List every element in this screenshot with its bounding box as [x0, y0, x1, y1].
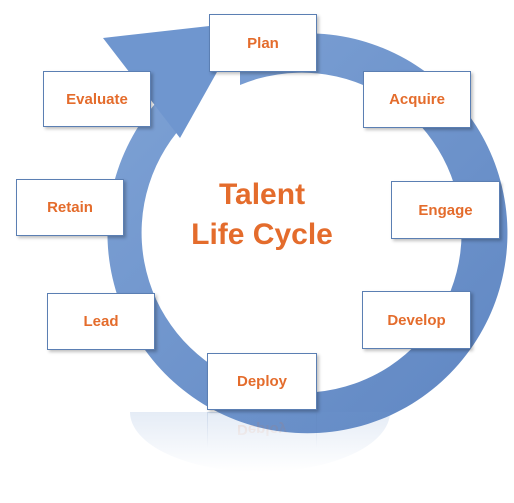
stage-label: Engage — [418, 201, 473, 219]
stage-lead: Lead — [47, 293, 155, 350]
stage-acquire: Acquire — [363, 71, 471, 128]
stage-retain: Retain — [16, 179, 124, 236]
reflection-label: Deploy — [236, 421, 287, 439]
stage-label: Develop — [387, 311, 446, 329]
stage-evaluate: Evaluate — [43, 71, 151, 127]
stage-label: Acquire — [389, 91, 445, 108]
deploy-reflection: Deploy — [207, 412, 317, 448]
title-line-2: Life Cycle — [191, 218, 333, 251]
stage-plan: Plan — [209, 14, 317, 72]
stage-label: Plan — [247, 34, 279, 52]
stage-deploy: Deploy — [207, 353, 317, 410]
stage-develop: Develop — [362, 291, 471, 349]
diagram-title: Talent Life Cycle — [157, 175, 367, 255]
stage-label: Deploy — [236, 373, 287, 390]
stage-label: Lead — [83, 313, 119, 330]
stage-engage: Engage — [391, 181, 500, 239]
title-line-1: Talent — [218, 178, 306, 211]
stage-label: Evaluate — [66, 90, 128, 108]
stage-label: Retain — [47, 199, 93, 216]
